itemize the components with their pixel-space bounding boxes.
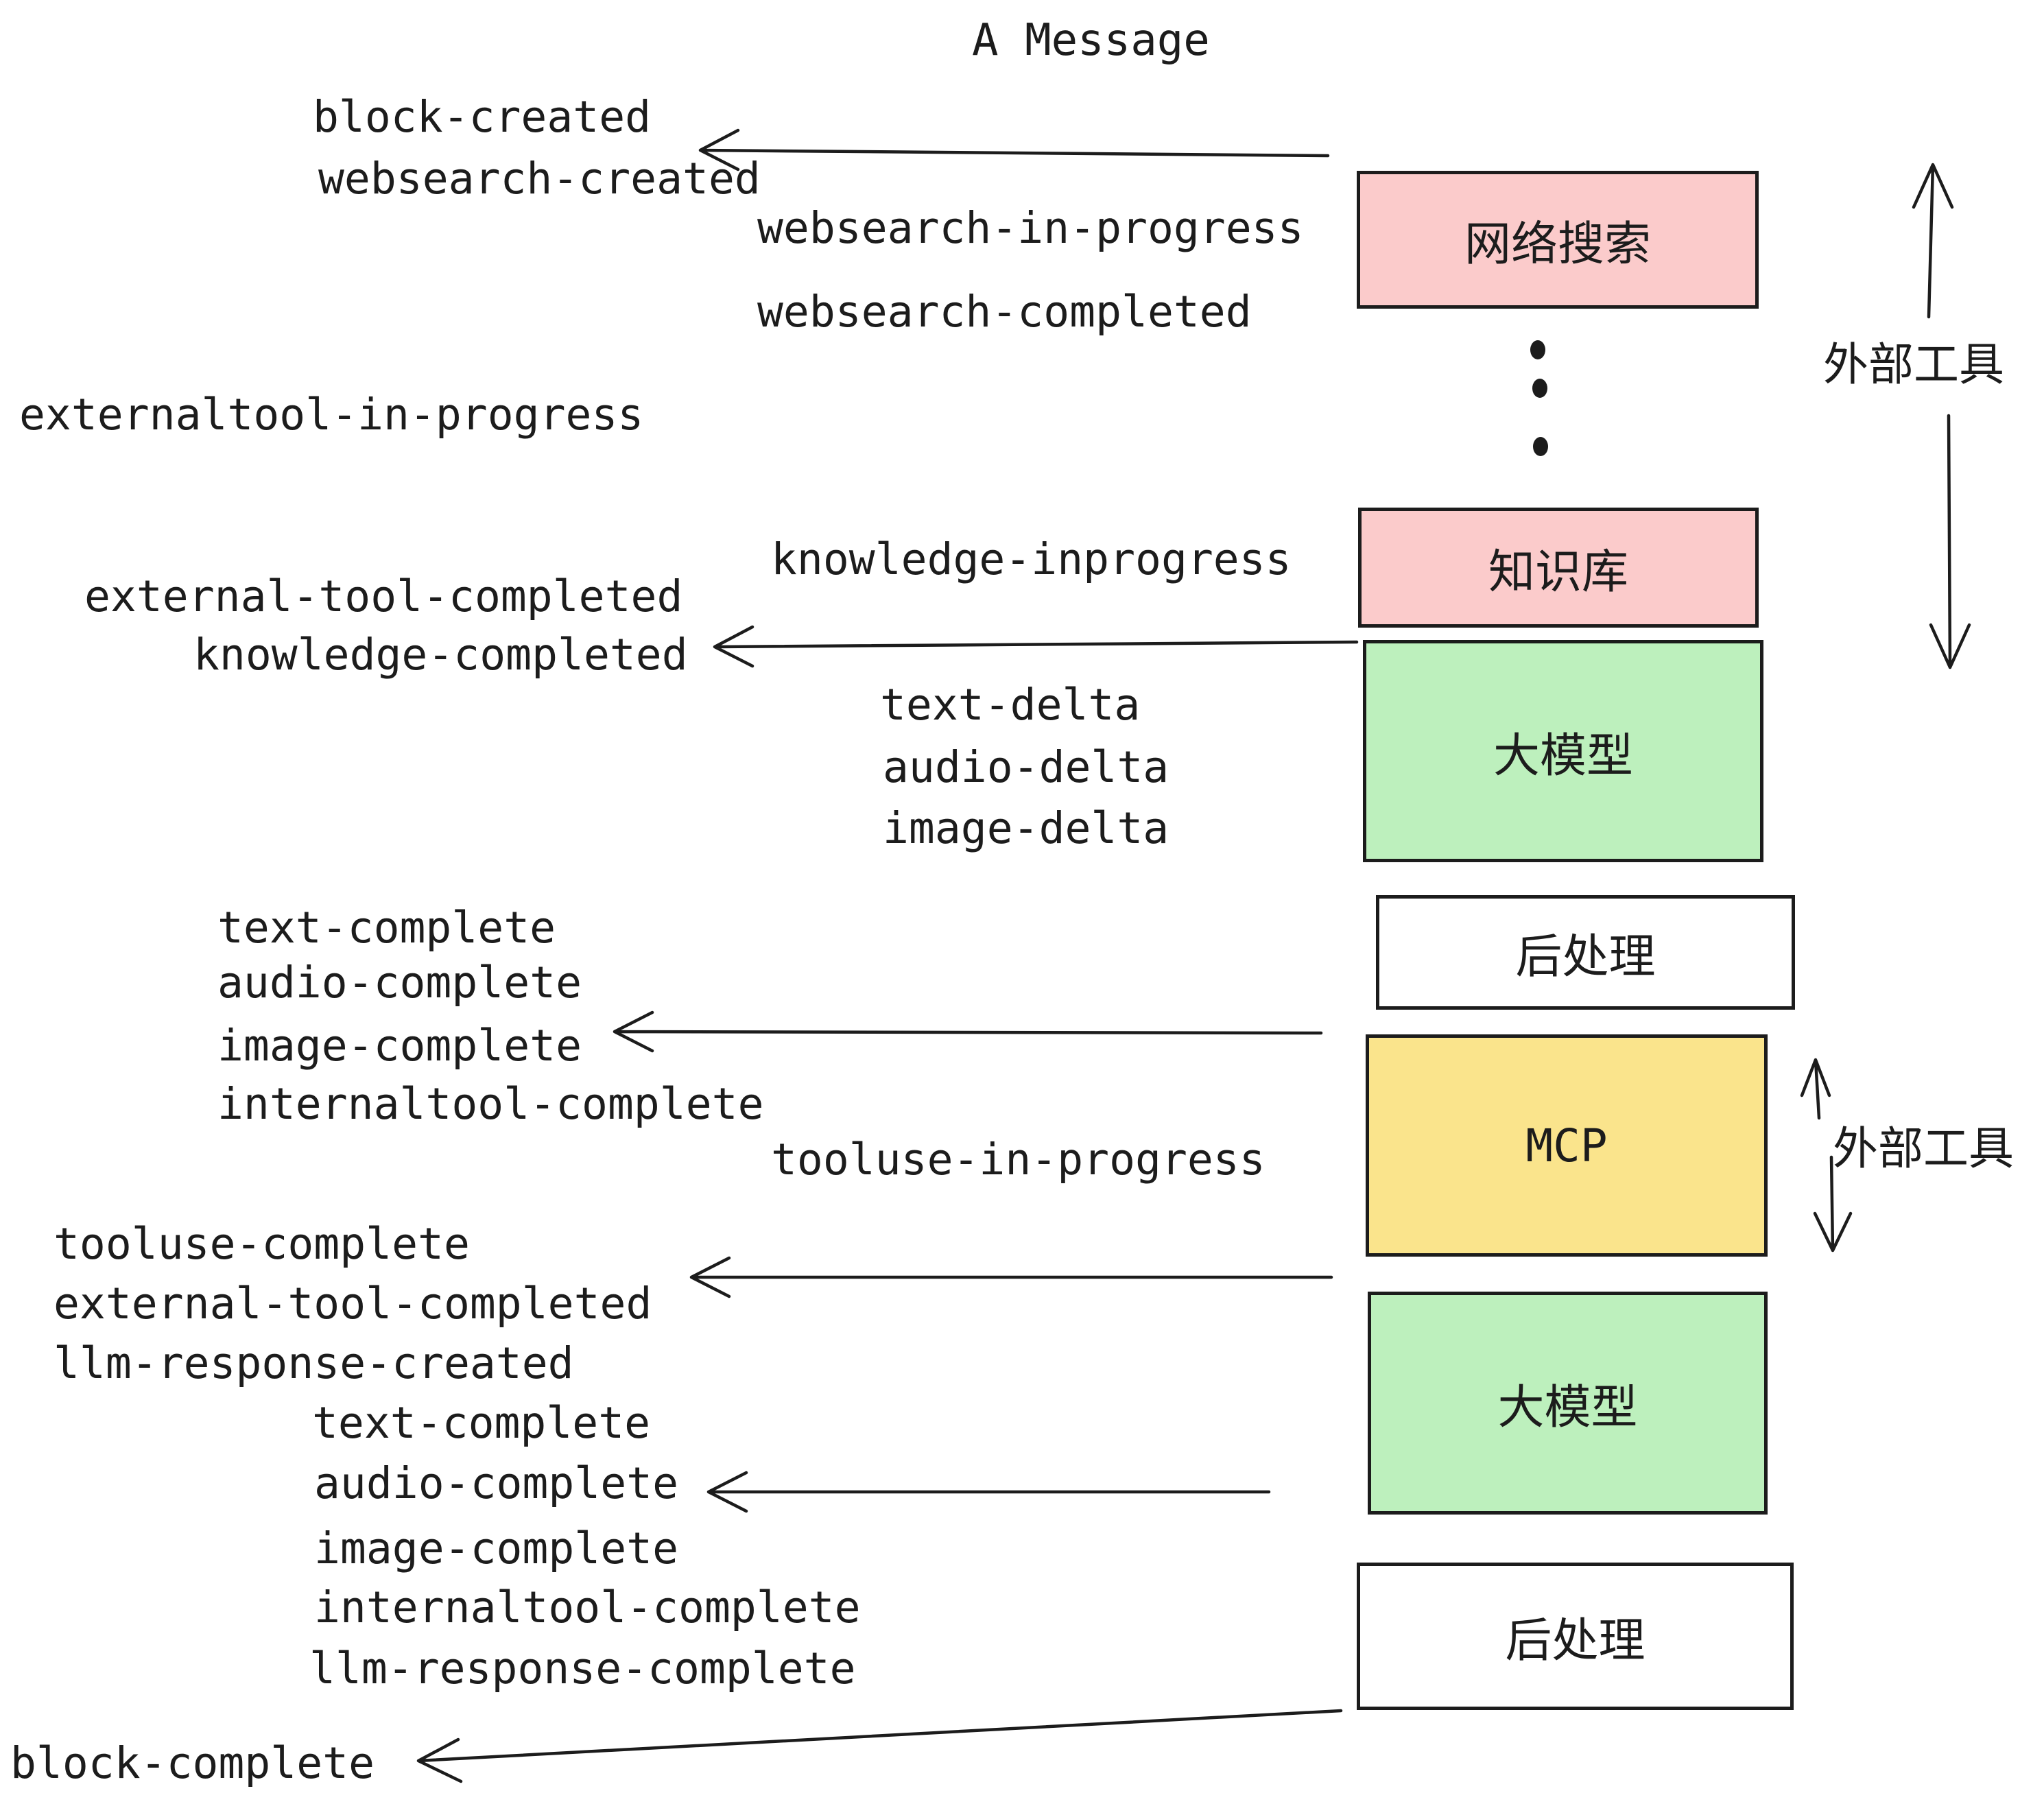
box-knowledge: 知识库 xyxy=(1358,508,1759,628)
box-llm-2: 大模型 xyxy=(1368,1292,1768,1515)
page-title: A Message xyxy=(972,15,1210,66)
box-postprocess-2-label: 后处理 xyxy=(1505,1615,1645,1667)
event-tooluse-complete: tooluse-complete xyxy=(54,1219,470,1269)
event-block-complete: block-complete xyxy=(10,1738,375,1788)
side-label-external-tools-2: 外部工具 xyxy=(1833,1123,2014,1174)
event-internaltool-complete-2: internaltool-complete xyxy=(314,1582,861,1633)
event-image-complete-2: image-complete xyxy=(314,1523,679,1574)
arrow-external-tools-1-up xyxy=(1912,163,1954,319)
event-external-tool-completed-2: external-tool-completed xyxy=(54,1279,652,1329)
box-mcp: MCP xyxy=(1366,1034,1768,1257)
box-websearch-label: 网络搜索 xyxy=(1464,218,1651,270)
box-llm-2-label: 大模型 xyxy=(1497,1381,1638,1434)
event-knowledge-completed: knowledge-completed xyxy=(193,630,688,680)
event-websearch-completed: websearch-completed xyxy=(757,287,1252,337)
arrow-websearch-created xyxy=(698,128,1330,171)
event-websearch-created: websearch-created xyxy=(318,154,761,204)
event-audio-delta: audio-delta xyxy=(883,742,1169,792)
event-llm-response-complete: llm-response-complete xyxy=(309,1643,856,1694)
box-llm-1: 大模型 xyxy=(1363,640,1763,862)
box-mcp-label: MCP xyxy=(1525,1119,1608,1172)
arrow-knowledge-completed xyxy=(713,625,1359,668)
event-image-delta: image-delta xyxy=(883,803,1169,853)
arrow-external-tools-2-up xyxy=(1800,1058,1831,1120)
side-label-external-tools-1: 外部工具 xyxy=(1823,339,2004,390)
box-websearch: 网络搜索 xyxy=(1357,171,1759,309)
event-text-complete: text-complete xyxy=(217,903,556,953)
event-audio-complete-2: audio-complete xyxy=(314,1458,679,1508)
arrow-external-tools-1-down xyxy=(1929,414,1971,669)
event-llm-response-created: llm-response-created xyxy=(54,1338,574,1388)
event-text-delta: text-delta xyxy=(880,680,1141,730)
event-knowledge-inprogress: knowledge-inprogress xyxy=(771,534,1292,584)
box-llm-1-label: 大模型 xyxy=(1493,729,1633,782)
event-externaltool-in-progress: externaltool-in-progress xyxy=(19,390,644,440)
ellipsis-dots xyxy=(1530,340,1548,456)
event-internaltool-complete: internaltool-complete xyxy=(217,1079,764,1129)
event-tooluse-in-progress: tooluse-in-progress xyxy=(771,1135,1265,1185)
box-postprocess-1-label: 后处理 xyxy=(1515,931,1656,983)
box-postprocess-2: 后处理 xyxy=(1357,1563,1794,1710)
arrow-image-complete xyxy=(613,1010,1323,1053)
event-block-created: block-created xyxy=(313,92,652,142)
box-knowledge-label: 知识库 xyxy=(1488,546,1628,598)
arrow-audio-complete-2 xyxy=(706,1471,1271,1513)
event-audio-complete: audio-complete xyxy=(217,958,582,1008)
box-postprocess-1: 后处理 xyxy=(1376,895,1795,1010)
event-image-complete: image-complete xyxy=(217,1021,582,1071)
arrow-tooluse-complete xyxy=(689,1256,1333,1298)
event-external-tool-completed: external-tool-completed xyxy=(84,571,683,621)
arrow-block-complete xyxy=(416,1709,1343,1783)
event-websearch-in-progress: websearch-in-progress xyxy=(757,203,1304,253)
event-text-complete-2: text-complete xyxy=(312,1398,651,1448)
